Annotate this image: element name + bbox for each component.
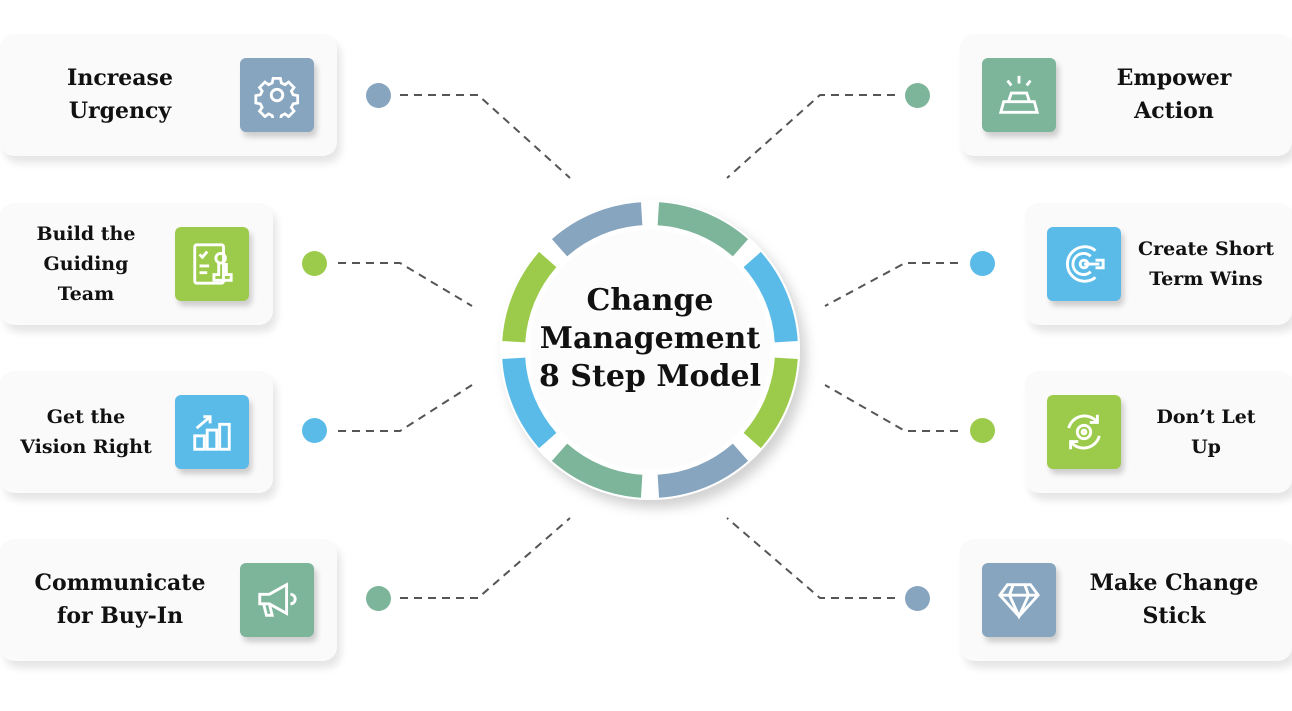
step-label: Don’t Let Up bbox=[1156, 406, 1256, 458]
ring-segment-4 bbox=[657, 443, 749, 498]
step-label: Build the Guiding Team bbox=[36, 223, 136, 305]
step-label: Increase Urgency bbox=[67, 65, 173, 124]
connector-dot bbox=[366, 83, 391, 108]
step-card-dont-let-up: Don’t Let Up bbox=[1025, 371, 1292, 493]
ring-segment-7 bbox=[502, 251, 557, 343]
step-card-make-change-stick: Make Change Stick bbox=[960, 539, 1292, 661]
center-title: Change Management 8 Step Model bbox=[538, 283, 762, 394]
gear-icon bbox=[240, 58, 314, 132]
ring-segment-5 bbox=[551, 443, 643, 498]
center-ring bbox=[500, 200, 800, 500]
step-card-short-term-wins: Create Short Term Wins bbox=[1025, 203, 1292, 325]
connector-dot bbox=[905, 586, 930, 611]
step-label: Get the Vision Right bbox=[20, 406, 152, 458]
connector-dot bbox=[970, 251, 995, 276]
connector-dot bbox=[905, 83, 930, 108]
step-label: Communicate for Buy-In bbox=[34, 570, 206, 629]
step-card-vision: Get the Vision Right bbox=[0, 371, 273, 493]
ring-segment-2 bbox=[743, 251, 798, 343]
ring-segment-6 bbox=[502, 357, 557, 449]
connector-dot bbox=[970, 418, 995, 443]
ring-segment-8 bbox=[551, 202, 643, 257]
connector-dot bbox=[302, 418, 327, 443]
step-card-empower-action: Empower Action bbox=[960, 34, 1292, 156]
bar-chart-icon bbox=[175, 395, 249, 469]
connector-dont-let-up bbox=[824, 384, 958, 432]
connector-guiding-team bbox=[338, 262, 473, 307]
connector-dot bbox=[302, 251, 327, 276]
connector-empower-action bbox=[726, 94, 895, 179]
step-label: Empower Action bbox=[1116, 65, 1232, 124]
step-label: Make Change Stick bbox=[1089, 570, 1259, 629]
connector-communicate bbox=[400, 517, 571, 599]
megaphone-icon bbox=[240, 563, 314, 637]
connector-increase-urgency bbox=[400, 94, 571, 179]
center-disc bbox=[530, 230, 770, 470]
step-card-communicate: Communicate for Buy-In bbox=[0, 539, 337, 661]
ring-segment-1 bbox=[657, 202, 749, 257]
checklist-icon bbox=[175, 227, 249, 301]
refresh-icon bbox=[1047, 395, 1121, 469]
ring-segment-3 bbox=[743, 357, 798, 449]
step-card-increase-urgency: Increase Urgency bbox=[0, 34, 337, 156]
connector-vision bbox=[338, 384, 473, 432]
step-label: Create Short Term Wins bbox=[1137, 238, 1274, 290]
target-icon bbox=[1047, 227, 1121, 301]
connector-dot bbox=[366, 586, 391, 611]
gold-bars-icon bbox=[982, 58, 1056, 132]
connector-make-change-stick bbox=[726, 517, 895, 599]
step-card-guiding-team: Build the Guiding Team bbox=[0, 203, 273, 325]
connector-short-term-wins bbox=[824, 262, 958, 307]
diamond-icon bbox=[982, 563, 1056, 637]
